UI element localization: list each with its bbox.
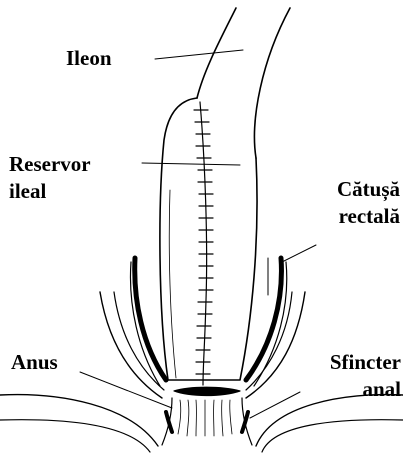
label-anus: Anus [11,349,58,376]
label-catusa-line2: rectală [316,203,400,230]
pelvic-floor-left-outer [100,292,162,398]
suture-line [200,102,207,385]
leader-line-reservor [142,163,240,165]
ileum-right-wall [254,8,290,158]
label-reservor-line2: ileal [9,178,91,205]
label-catusa-rectala: Cătușă rectală [316,176,400,230]
leader-line-sfincter [250,392,300,418]
label-catusa-line1: Cătușă [316,176,400,203]
label-reservor-ileal: Reservor ileal [9,151,91,205]
label-anus-text: Anus [11,349,58,376]
label-ileon: Ileon [66,45,112,72]
label-sfincter-line2: anal [305,376,401,403]
leader-line-anus [80,372,172,408]
anastomosis-band [174,387,240,395]
leader-line-catusa [282,245,316,262]
leader-line-ileon [155,50,243,59]
label-reservor-line1: Reservor [9,151,91,178]
label-sfincter-line1: Sfincter [305,349,401,376]
rectal-cuff-right-thick [246,258,281,380]
sphincter-fibers [178,400,232,436]
skin-right-inner [262,420,403,452]
label-sfincter-anal: Sfincter anal [305,349,401,403]
reservoir-inner-left-edge [169,190,176,378]
label-ileon-text: Ileon [66,45,112,72]
skin-left-inner [0,420,150,452]
